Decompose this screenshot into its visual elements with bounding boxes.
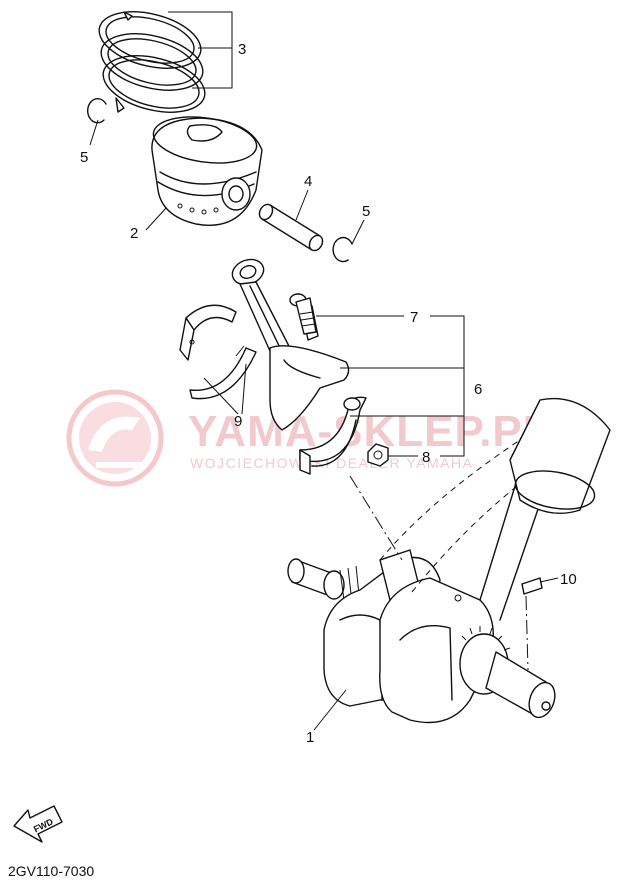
- crankshaft: [287, 439, 556, 724]
- forward-arrow-icon: FWD: [13, 805, 63, 843]
- callout-3: 3: [238, 41, 246, 58]
- rod-bolt: [295, 297, 317, 335]
- circlip-upper: [87, 97, 107, 124]
- callout-7: 7: [410, 309, 418, 326]
- callout-4: 4: [304, 173, 312, 190]
- piston-pin: [258, 203, 324, 252]
- callout-6: 6: [474, 381, 482, 398]
- rod-cap: [299, 396, 367, 475]
- circlip-right: [332, 236, 353, 263]
- callout-2: 2: [130, 225, 138, 242]
- callout-8: 8: [422, 449, 430, 466]
- piston-rings: [98, 11, 206, 113]
- watermark-logo-icon: [66, 389, 164, 487]
- assembly-line-key: [525, 595, 529, 671]
- callout-1: 1: [306, 729, 314, 746]
- diagram-code: 2GV110-7030: [8, 863, 94, 879]
- watermark-brand: YAMA-SKLEP.PL: [188, 407, 551, 456]
- rod-nut: [367, 443, 389, 467]
- big-end-bearing-upper: [179, 304, 237, 361]
- crank-conrod-outline: [479, 397, 611, 621]
- connecting-rod: [231, 258, 350, 431]
- assembly-line-cap: [349, 475, 403, 561]
- callout-10: 10: [560, 571, 577, 588]
- callout-9: 9: [234, 413, 242, 430]
- callout-5-upper: 5: [80, 149, 88, 166]
- callout-5-right: 5: [362, 203, 370, 220]
- big-end-bearing-lower: [189, 345, 257, 400]
- leader-lines: [89, 11, 559, 731]
- woodruff-key: [521, 577, 543, 595]
- piston: [151, 116, 263, 226]
